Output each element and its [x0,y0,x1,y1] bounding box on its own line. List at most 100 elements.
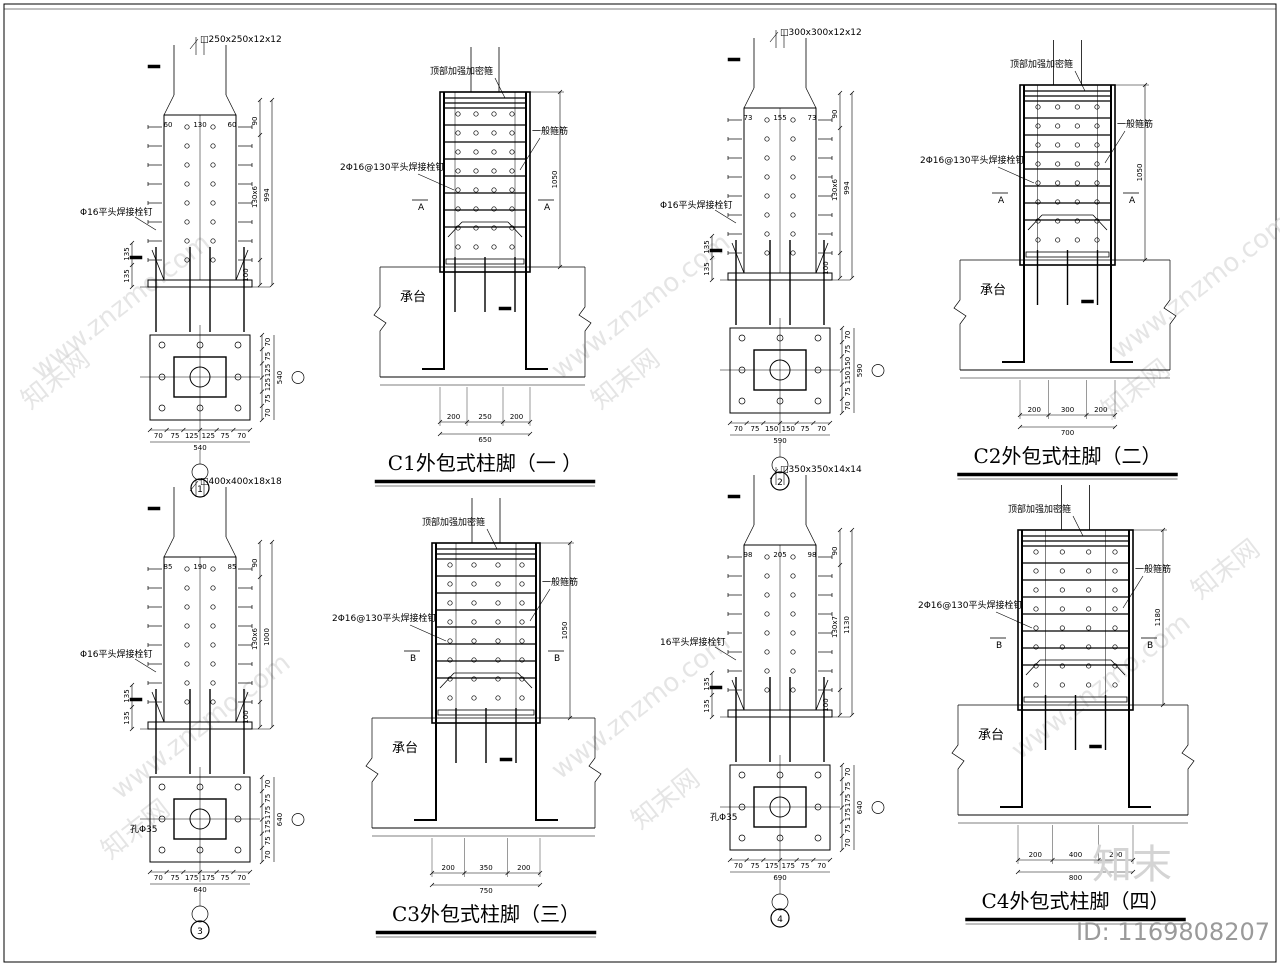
dim-tick [129,682,135,688]
watermark-brand: 知末网 [1186,534,1266,606]
anchor-hole [738,334,746,342]
stud [447,657,453,663]
stud [495,657,501,663]
stud [790,668,796,674]
dim-label: 150 [765,425,778,433]
stud [764,136,770,142]
tag-block [727,494,741,499]
dim-tick [257,282,263,288]
anchor-hole [814,397,822,405]
dim-tick [839,833,845,839]
dim-label: 90 [251,117,259,126]
stud [1094,161,1100,167]
stud [1059,625,1065,631]
tag-block [129,255,143,260]
stud [1086,663,1092,669]
stud [764,630,770,636]
stud [447,619,453,625]
stiffener [439,672,455,689]
dim-label: 75 [264,794,272,803]
detail-number: 2 [777,478,783,488]
dim-label: 1050 [561,622,569,640]
stud [184,257,190,263]
stud [1059,682,1065,688]
stud [1112,568,1118,574]
leader [1122,575,1144,609]
dim-label: 125 [202,432,215,440]
stiffener [235,691,249,723]
anchor-hole [234,783,242,791]
detail-number: 3 [197,927,203,937]
dim-tick [214,869,219,875]
dim-label: 640 [276,813,284,826]
dim-label: 85 [164,563,173,571]
dim-tick [164,427,169,433]
dim-label: 130x6 [251,185,259,208]
dim-tick [247,869,253,875]
dim-label: 70 [817,862,826,870]
dim-label: 155 [773,114,786,122]
anchor-hole [158,846,166,854]
stud [473,111,479,117]
leader [189,38,199,50]
stud [1086,682,1092,688]
title-underline-thick [957,472,1178,477]
dim-label: 75 [844,387,852,396]
stud [210,604,216,610]
title-underline-thick [965,917,1186,922]
stud [210,257,216,263]
leader [189,480,199,492]
stud [210,661,216,667]
dim-tick [257,132,263,138]
stud [1035,199,1041,205]
dim-label: 75 [264,394,272,403]
stud [1112,606,1118,612]
dim-label: 175 [844,808,852,821]
dim-tick [429,882,435,888]
leader [134,216,157,231]
anchor-hole [814,771,822,779]
dim-tick [709,255,715,261]
dim-label: 90 [831,547,839,556]
dim-label: 175 [844,794,852,807]
dim-tick [259,346,265,352]
stud [471,657,477,663]
dim-label: 135 [703,240,711,253]
anchor-hole [738,397,746,405]
stiffener [815,679,829,711]
dim-label: 350 [479,864,492,872]
dim-tick [231,427,236,433]
stud [790,136,796,142]
dim-tick [259,803,265,808]
dim-tick [147,869,153,875]
tube-spec-label: □400x400x18x18 [200,477,282,487]
top-stirrup-label: 顶部加强加密箍 [1008,503,1071,515]
stud [184,143,190,149]
dim-label: 135 [123,689,131,702]
stud [184,181,190,187]
leader [486,528,498,550]
dim-label: 125 [185,432,198,440]
tag-block [499,757,513,762]
stud-label: 2Φ16@130平头焊接栓钉 [920,154,1024,166]
stud-label: 2Φ16@130平头焊接栓钉 [918,599,1022,611]
stud [1074,104,1080,110]
dim-tick [709,233,715,239]
dim-label: 200 [447,413,460,421]
dim-tick [827,420,833,426]
anchor-hole [776,834,784,842]
dim-tick [181,869,186,875]
dim-tick [837,90,843,96]
dim-label: 130x6 [831,178,839,201]
leader [1104,130,1126,164]
stud [1112,644,1118,650]
stud [210,699,216,705]
stud [509,187,515,193]
stud [1035,237,1041,243]
hole-label: 孔Φ35 [710,812,738,823]
dim-label: 75 [264,352,272,361]
dim-label: 70 [237,432,246,440]
stud [495,581,501,587]
stud [519,562,525,568]
base-plate [727,709,833,718]
